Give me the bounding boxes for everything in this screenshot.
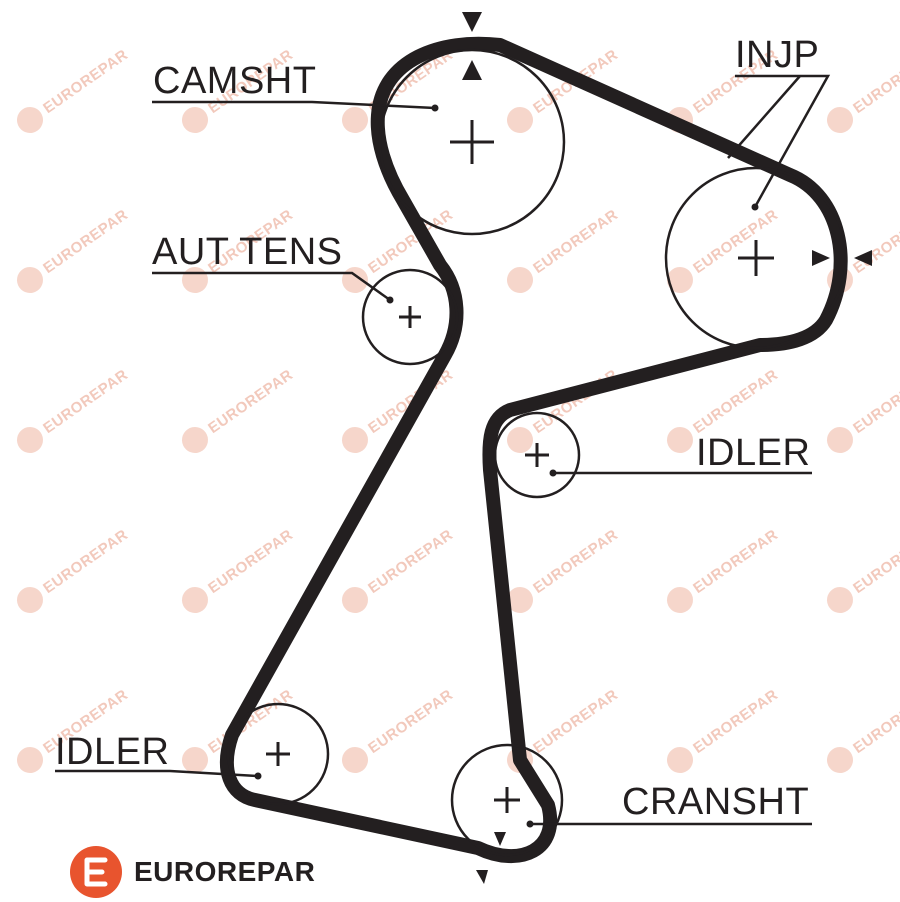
watermark-tile: EUROREPAR — [827, 526, 900, 613]
watermark-tile: EUROREPAR — [342, 686, 456, 773]
injection-pump-leader — [735, 74, 831, 208]
watermark-logo-icon — [827, 427, 853, 453]
watermark-text: EUROREPAR — [530, 686, 621, 757]
watermark-logo-icon — [182, 747, 208, 773]
watermark-text: EUROREPAR — [40, 366, 131, 437]
watermark-tile: EUROREPAR — [507, 526, 621, 613]
auto-tensioner-pulley — [361, 268, 459, 366]
watermark-text: EUROREPAR — [530, 526, 621, 597]
brand-name: EUROREPAR — [134, 856, 316, 887]
watermark-text: EUROREPAR — [850, 686, 900, 757]
watermark-tile: EUROREPAR — [827, 686, 900, 773]
watermark-tile: EUROREPAR — [667, 526, 781, 613]
watermark-logo-icon — [17, 427, 43, 453]
injection-pump-timing-mark-inner — [812, 250, 830, 266]
watermark-text: EUROREPAR — [365, 686, 456, 757]
watermark-logo-icon — [507, 267, 533, 293]
watermark-tile: EUROREPAR — [342, 526, 456, 613]
watermark-tile: EUROREPAR — [667, 686, 781, 773]
watermark-tile: EUROREPAR — [667, 206, 781, 293]
watermark-logo-icon — [667, 587, 693, 613]
crankshaft-timing-mark-outer — [476, 870, 488, 884]
crankshaft-pulley — [450, 743, 564, 857]
watermark-tile: EUROREPAR — [182, 366, 296, 453]
idler-right-pulley — [493, 411, 581, 499]
watermark-logo-icon — [507, 107, 533, 133]
watermark-tile: EUROREPAR — [182, 526, 296, 613]
watermark-text: EUROREPAR — [40, 206, 131, 277]
watermark-logo-icon — [507, 427, 533, 453]
camshaft-label: CAMSHT — [153, 60, 317, 102]
camshaft-timing-mark-top — [462, 12, 482, 32]
watermark-tile: EUROREPAR — [17, 46, 131, 133]
watermark-tile: EUROREPAR — [507, 206, 621, 293]
watermark-logo-icon — [507, 587, 533, 613]
watermark-tile: EUROREPAR — [17, 206, 131, 293]
watermark-tile: EUROREPAR — [17, 526, 131, 613]
watermark-logo-icon — [182, 107, 208, 133]
brand-block: EUROREPAR — [70, 842, 315, 902]
watermark-tile: EUROREPAR — [342, 206, 456, 293]
watermark-logo-icon — [667, 747, 693, 773]
injection-pump-leader-branch — [727, 75, 801, 159]
injection-pump-timing-mark-outer — [854, 250, 872, 266]
watermark-text: EUROREPAR — [690, 526, 781, 597]
idler-right-leader-dot — [549, 469, 557, 477]
watermark-text: EUROREPAR — [40, 526, 131, 597]
idler-left-leader — [55, 769, 259, 778]
auto-tensioner-label: AUT TENS — [152, 231, 343, 273]
watermark-logo-icon — [342, 587, 368, 613]
crankshaft-leader-dot — [526, 820, 534, 828]
camshaft-leader-dot — [431, 104, 439, 112]
watermark-text: EUROREPAR — [205, 526, 296, 597]
idler-left-pulley — [226, 702, 330, 806]
watermark-logo-icon — [17, 267, 43, 293]
watermark-text: EUROREPAR — [850, 206, 900, 277]
watermark-text: EUROREPAR — [850, 366, 900, 437]
idler-left-label: IDLER — [55, 731, 170, 773]
watermark-logo-icon — [667, 267, 693, 293]
watermark-text: EUROREPAR — [850, 526, 900, 597]
watermark-logo-icon — [17, 107, 43, 133]
watermark-text: EUROREPAR — [205, 366, 296, 437]
camshaft-timing-mark-bottom — [462, 60, 482, 80]
injection-pump-leader-dot — [751, 203, 759, 211]
watermark-text: EUROREPAR — [690, 366, 781, 437]
watermark-logo-icon — [342, 747, 368, 773]
injection-pump-pulley — [664, 166, 848, 350]
watermark-tile: EUROREPAR — [827, 366, 900, 453]
watermark-logo-icon — [827, 587, 853, 613]
watermark-logo-icon — [17, 587, 43, 613]
watermark-logo-icon — [182, 587, 208, 613]
watermark-logo-icon — [17, 747, 43, 773]
watermark-text: EUROREPAR — [530, 206, 621, 277]
watermark-logo-icon — [342, 427, 368, 453]
watermark-logo-icon — [182, 427, 208, 453]
eurorepar-logo-icon — [70, 846, 122, 898]
crankshaft-timing-mark-inner — [494, 832, 506, 846]
watermark-logo-icon — [667, 427, 693, 453]
auto-tensioner-leader-dot — [386, 296, 394, 304]
idler-left-leader-dot — [254, 772, 262, 780]
watermark-text: EUROREPAR — [850, 46, 900, 117]
injection-pump-label: INJP — [735, 34, 820, 76]
watermark-tile: EUROREPAR — [827, 46, 900, 133]
watermark-logo-icon — [827, 747, 853, 773]
crankshaft-label: CRANSHT — [622, 781, 810, 823]
camshaft-pulley — [378, 48, 566, 236]
watermark-logo-icon — [342, 107, 368, 133]
watermark-text: EUROREPAR — [690, 686, 781, 757]
idler-right-label: IDLER — [696, 432, 811, 474]
watermark-tile: EUROREPAR — [17, 366, 131, 453]
watermark-layer: EUROREPAR EUROREPAR EUROREPAR EUROREPAR EURO… — [17, 46, 900, 773]
watermark-logo-icon — [827, 107, 853, 133]
watermark-text: EUROREPAR — [690, 206, 781, 277]
watermark-text: EUROREPAR — [40, 46, 131, 117]
camshaft-leader — [152, 100, 436, 110]
watermark-text: EUROREPAR — [365, 526, 456, 597]
auto-tensioner-leader — [152, 271, 391, 302]
